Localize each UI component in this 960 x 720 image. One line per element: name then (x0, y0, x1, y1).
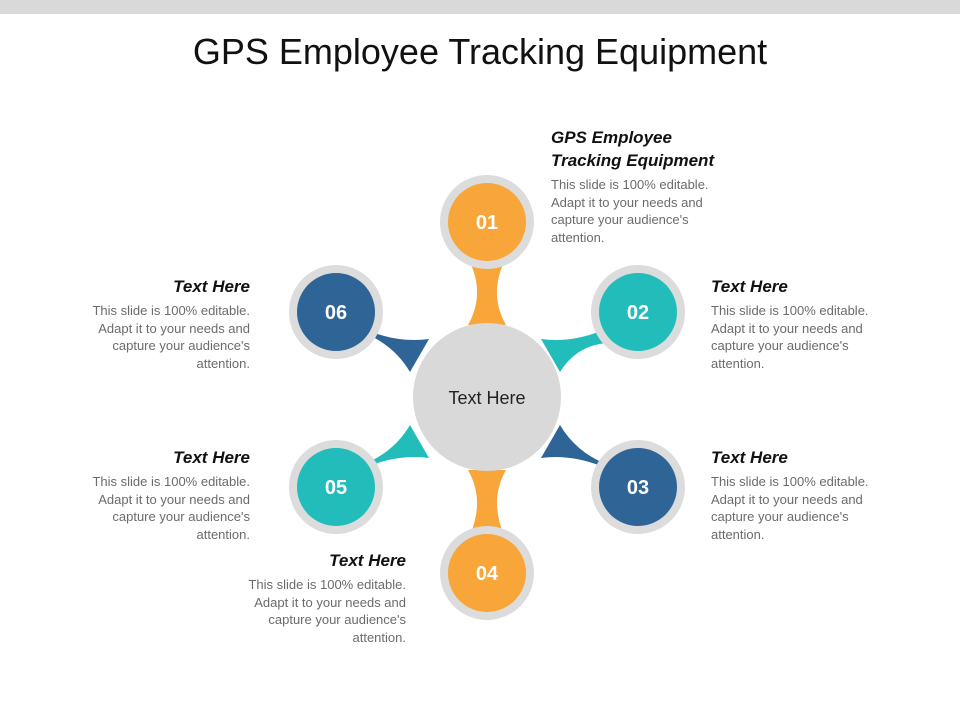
callout-03: Text Here This slide is 100% editable. A… (711, 446, 871, 543)
callout-05-body: This slide is 100% editable. Adapt it to… (92, 474, 250, 542)
connector-06 (364, 331, 429, 372)
node-04: 04 (440, 526, 534, 620)
node-06-number: 06 (325, 302, 347, 324)
callout-02-heading: Text Here (711, 277, 788, 296)
connector-01 (468, 262, 506, 325)
connector-04 (468, 470, 506, 535)
node-05-number: 05 (325, 477, 347, 499)
callout-06-heading: Text Here (173, 277, 250, 296)
node-01-number: 01 (476, 212, 498, 234)
callout-06-body: This slide is 100% editable. Adapt it to… (92, 303, 250, 371)
center-label: Text Here (448, 388, 525, 408)
node-05: 05 (289, 440, 383, 534)
callout-05-heading: Text Here (173, 448, 250, 467)
node-02-number: 02 (627, 302, 649, 324)
callout-06: Text Here This slide is 100% editable. A… (90, 275, 250, 372)
callout-03-heading: Text Here (711, 448, 788, 467)
connector-03 (541, 425, 606, 466)
node-02: 02 (591, 265, 685, 359)
callout-02-body: This slide is 100% editable. Adapt it to… (711, 303, 869, 371)
center-hub (413, 323, 561, 471)
top-bar (0, 0, 960, 14)
callout-05: Text Here This slide is 100% editable. A… (90, 446, 250, 543)
node-06: 06 (289, 265, 383, 359)
callout-01-body: This slide is 100% editable. Adapt it to… (551, 177, 709, 245)
connector-02 (541, 331, 606, 372)
node-01: 01 (440, 175, 534, 269)
slide-title: GPS Employee Tracking Equipment (192, 31, 768, 72)
node-03-number: 03 (627, 477, 649, 499)
callout-03-body: This slide is 100% editable. Adapt it to… (711, 474, 869, 542)
callout-01: GPS Employee Tracking Equipment This sli… (551, 126, 741, 246)
node-04-number: 04 (476, 563, 499, 585)
callout-04-heading: Text Here (329, 551, 406, 570)
node-03: 03 (591, 440, 685, 534)
connector-05 (364, 425, 429, 466)
callout-02: Text Here This slide is 100% editable. A… (711, 275, 871, 372)
callout-04: Text Here This slide is 100% editable. A… (246, 549, 406, 646)
callout-04-body: This slide is 100% editable. Adapt it to… (248, 577, 406, 645)
callout-01-heading: GPS Employee Tracking Equipment (551, 128, 715, 170)
